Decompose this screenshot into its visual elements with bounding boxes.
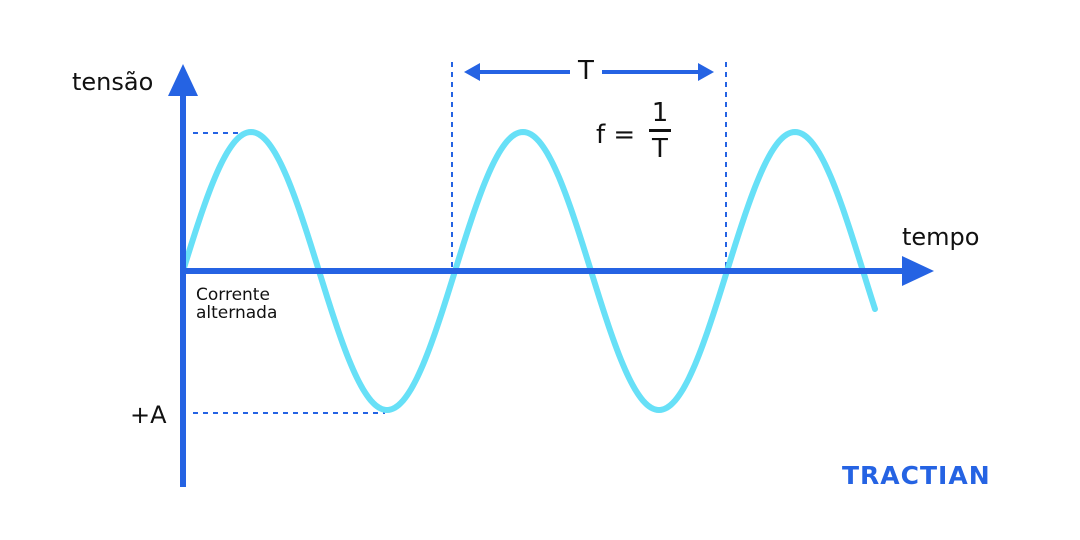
tractian-logo: TRACTIAN: [842, 461, 991, 490]
wave-caption-line2: alternada: [196, 303, 278, 323]
wave-caption: Corrente alternada: [196, 286, 277, 322]
amplitude-label: +A: [130, 401, 167, 429]
x-axis-arrowhead: [902, 256, 934, 286]
formula-numerator: 1: [651, 98, 669, 128]
x-axis-label: tempo: [902, 223, 980, 251]
wave-caption-line1: Corrente: [196, 285, 270, 305]
formula-denominator: T: [652, 134, 668, 164]
period-arrow-right-head: [698, 63, 714, 81]
y-axis-arrowhead: [168, 64, 198, 96]
period-label: T: [570, 58, 602, 84]
formula-lhs: f =: [596, 120, 636, 150]
y-axis-label: tensão: [72, 68, 154, 96]
period-arrow-left-head: [464, 63, 480, 81]
sine-wave: [180, 128, 878, 414]
formula-fraction: 1 T: [649, 100, 671, 162]
fraction-bar: [649, 129, 671, 132]
